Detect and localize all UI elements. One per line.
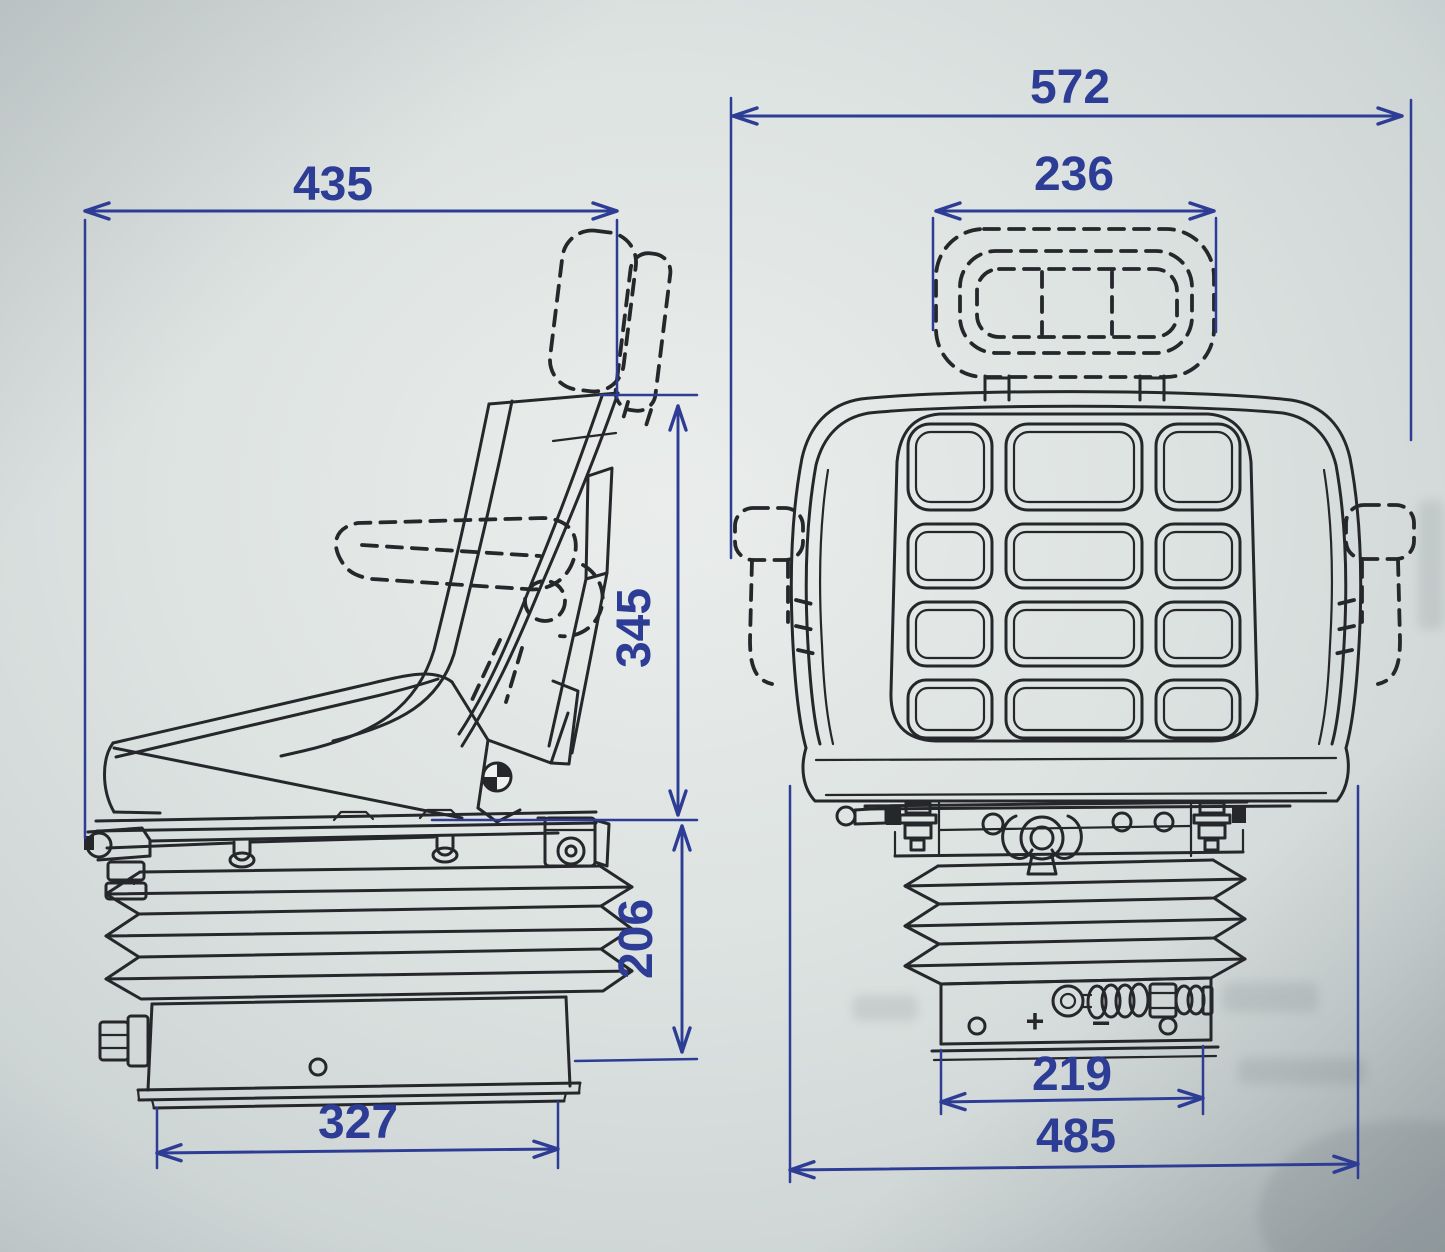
slide-rail-side [84, 808, 611, 901]
dim-side-overall-depth: 435 [83, 158, 619, 840]
dim-label-base-width: 485 [1036, 1110, 1116, 1163]
dim-label-suspension-height: 206 [610, 899, 663, 979]
dim-front-headrest-width: 236 [931, 148, 1218, 334]
dim-front-overall-width: 572 [729, 61, 1413, 560]
dim-front-base-width: 485 [788, 784, 1360, 1184]
dim-front-plate-width: 219 [939, 1044, 1205, 1116]
mount-frame-front [835, 800, 1249, 876]
armrest-front-left [733, 506, 818, 686]
dim-label-side-depth: 435 [293, 158, 373, 211]
paper-artifacts [852, 500, 1445, 1252]
dim-side-base-depth: 327 [155, 1096, 560, 1170]
plus-symbol: + [1026, 1003, 1045, 1039]
base-drum-side [98, 995, 582, 1110]
dim-side-suspension-height: 206 [573, 824, 699, 1063]
dim-label-base-depth: 327 [318, 1096, 398, 1149]
dim-label-backrest-height: 345 [608, 588, 661, 668]
headrest-posts [983, 374, 1166, 402]
dim-label-plate-width: 219 [1032, 1048, 1112, 1101]
bellows-front [903, 858, 1247, 986]
backrest-grid [906, 422, 1242, 740]
cg-marker-icon [481, 761, 513, 793]
bellows-side [104, 864, 634, 1001]
headrest-side [548, 228, 673, 434]
armrest-front-right [1332, 503, 1416, 686]
side-view: 435 345 206 327 [83, 158, 699, 1170]
dim-side-backrest-height: 345 [430, 393, 699, 822]
backrest-front [789, 390, 1363, 762]
cushion-side [103, 672, 464, 820]
dim-label-overall-width: 572 [1030, 61, 1110, 114]
cushion-front [801, 746, 1350, 811]
base-plate-front: + − [930, 976, 1220, 1062]
spring-adjuster [1051, 982, 1214, 1020]
minus-symbol: − [1092, 1005, 1111, 1041]
armrest-side [334, 516, 605, 704]
dim-label-headrest-width: 236 [1034, 148, 1114, 201]
front-view: + − 572 236 219 485 [729, 61, 1416, 1184]
headrest-front [934, 227, 1216, 379]
